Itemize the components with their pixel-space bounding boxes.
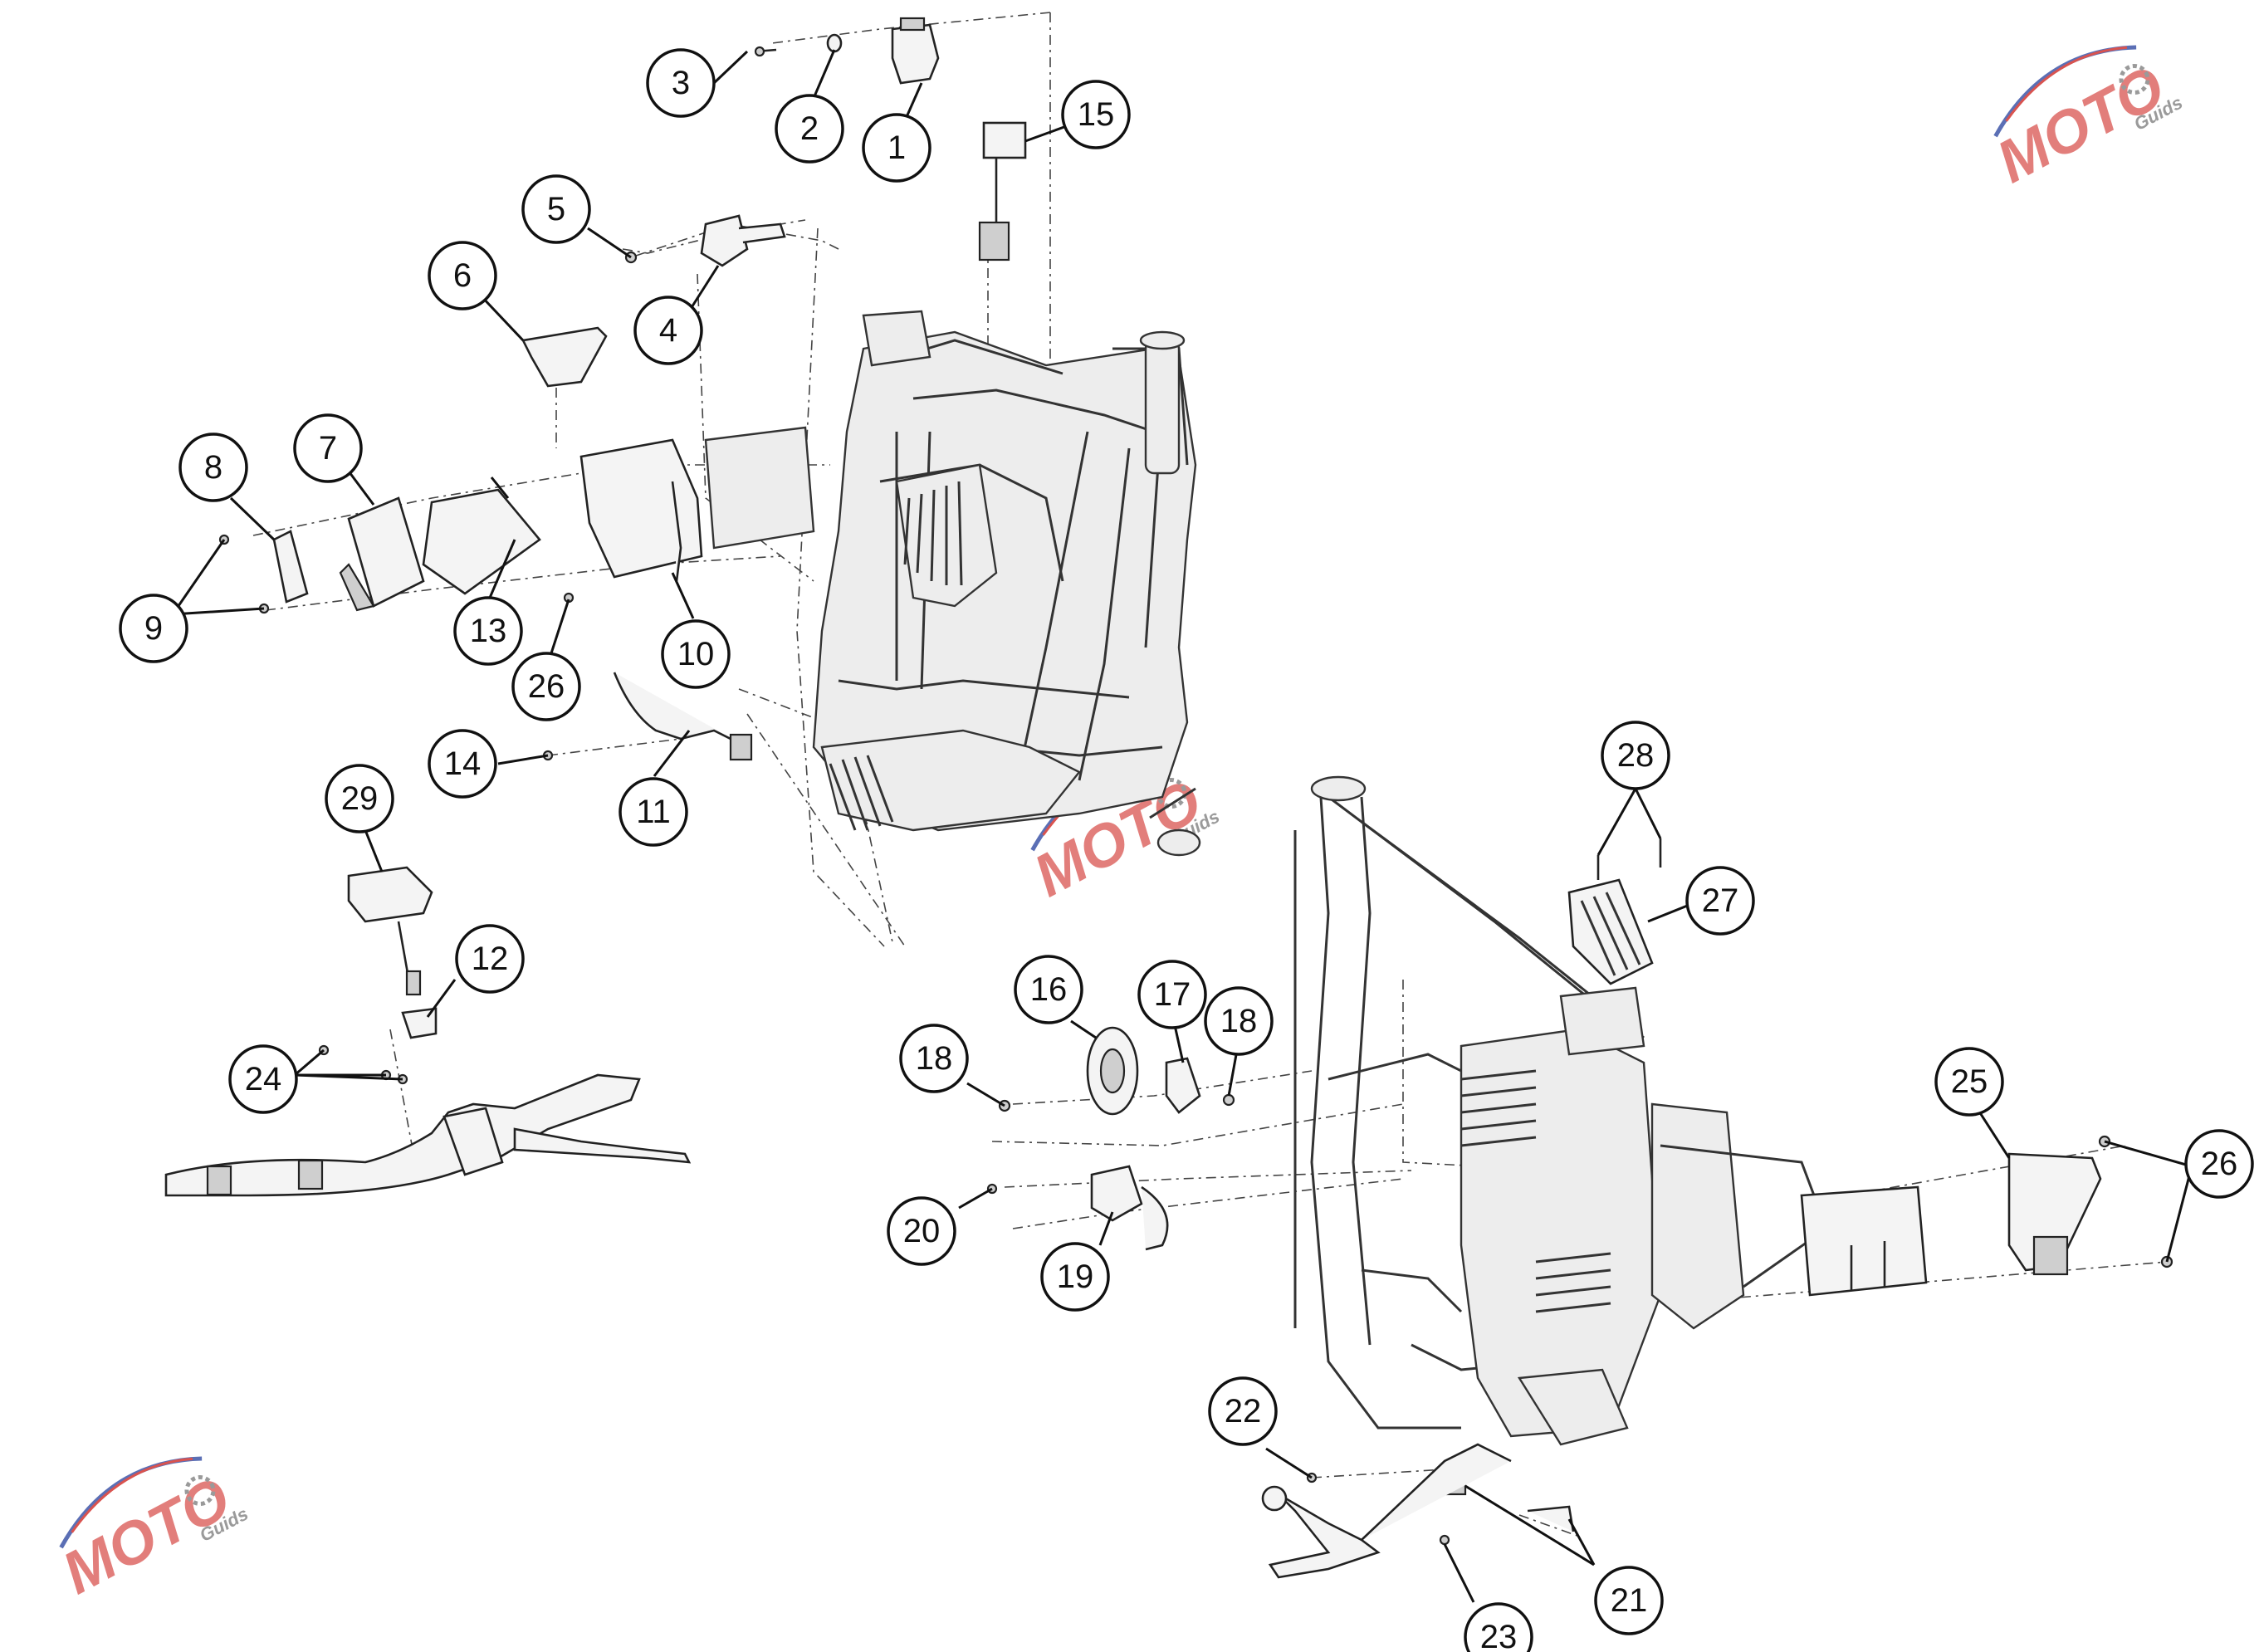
callout-26-right: 26	[2184, 1129, 2254, 1199]
callout-15: 15	[1061, 80, 1131, 149]
part-18-nut	[1222, 1093, 1235, 1107]
callout-6: 6	[428, 241, 497, 310]
callout-12: 12	[455, 924, 525, 994]
callout-24: 24	[228, 1044, 298, 1114]
callout-label: 9	[144, 610, 163, 647]
part-26-battery-box	[1800, 1185, 1928, 1297]
callout-label: 8	[204, 449, 222, 486]
callout-label: 16	[1030, 971, 1068, 1008]
callout-label: 11	[636, 794, 671, 830]
callout-9: 9	[119, 594, 188, 663]
callout-label: 25	[1951, 1063, 1988, 1100]
part-1-sensor	[891, 17, 940, 85]
callout-18-left: 18	[899, 1024, 969, 1093]
part-2-washer	[826, 33, 843, 53]
part-23-spring	[1439, 1534, 1450, 1546]
side-stand	[1261, 1443, 1512, 1579]
callout-21: 21	[1594, 1566, 1664, 1635]
part-17-horn-bracket	[1165, 1057, 1201, 1114]
callout-2: 2	[775, 94, 844, 164]
callout-label: 19	[1057, 1259, 1094, 1295]
callout-10: 10	[661, 619, 731, 689]
callout-8: 8	[178, 433, 248, 502]
callout-label: 5	[547, 191, 565, 227]
callout-22: 22	[1208, 1376, 1278, 1446]
callout-label: 29	[341, 780, 379, 817]
part-26-screw-right	[2098, 1135, 2173, 1268]
callout-label: 18	[916, 1040, 953, 1077]
callout-17: 17	[1137, 960, 1207, 1029]
part-27-regulator	[1567, 878, 1654, 985]
watermark-bottom-left: MOTO Guids	[52, 1456, 252, 1607]
callout-19: 19	[1040, 1242, 1110, 1312]
part-25-bracket	[2007, 1152, 2102, 1276]
callout-26-left: 26	[511, 652, 581, 721]
assembly-dashed-lines	[252, 12, 2168, 1537]
part-15-relay	[978, 121, 1027, 261]
callout-label: 22	[1225, 1393, 1262, 1430]
callout-28: 28	[1601, 721, 1670, 790]
callout-18-right: 18	[1204, 986, 1274, 1056]
part-9-screws	[218, 534, 270, 614]
callout-4: 4	[633, 296, 703, 365]
callout-7: 7	[293, 413, 363, 483]
callout-label: 7	[319, 430, 337, 467]
callout-label: 13	[470, 613, 507, 649]
callout-label: 4	[659, 312, 677, 349]
callout-5: 5	[521, 174, 591, 244]
part-28-bolts	[1596, 838, 1662, 880]
part-16-horn	[1086, 1026, 1139, 1116]
part-13-cover-plate	[422, 488, 541, 595]
callout-label: 20	[903, 1213, 941, 1249]
callout-16: 16	[1014, 955, 1083, 1024]
callout-label: 23	[1480, 1619, 1518, 1652]
callout-label: 24	[245, 1061, 282, 1097]
upper-frame-assembly	[704, 310, 1201, 857]
callout-label: 10	[677, 636, 715, 672]
part-4-sensor-bracket	[700, 214, 786, 267]
callout-20: 20	[887, 1196, 956, 1266]
callout-25: 25	[1934, 1047, 2004, 1117]
callout-23: 23	[1464, 1602, 1533, 1652]
callout-29: 29	[325, 764, 394, 833]
part-3-screw	[754, 46, 777, 57]
callout-label: 26	[528, 668, 565, 705]
callout-label: 21	[1611, 1582, 1648, 1619]
part-11-cable	[613, 672, 753, 761]
callout-label: 1	[887, 130, 906, 166]
callout-label: 27	[1702, 882, 1739, 919]
part-19-ignition-switch	[1090, 1165, 1169, 1251]
part-10-battery	[579, 438, 703, 582]
callout-label: 28	[1617, 737, 1655, 774]
part-7-control-module	[339, 496, 425, 612]
callout-label: 2	[800, 110, 819, 147]
callout-label: 6	[453, 257, 472, 294]
callout-label: 18	[1220, 1003, 1258, 1039]
part-8-bracket-plate	[272, 530, 309, 604]
callout-label: 26	[2201, 1146, 2238, 1182]
callout-label: 14	[444, 745, 482, 782]
callout-27: 27	[1685, 866, 1755, 936]
part-6-bracket	[521, 326, 608, 388]
part-29-ecu	[347, 866, 433, 996]
callout-label: 12	[472, 941, 509, 977]
callout-13: 13	[453, 596, 523, 666]
lower-frame-assembly	[1293, 775, 1828, 1446]
callout-14: 14	[428, 729, 497, 799]
callout-3: 3	[646, 48, 716, 118]
callout-label: 17	[1154, 976, 1191, 1013]
callout-11: 11	[619, 777, 688, 847]
handlebar	[164, 1073, 692, 1197]
callout-label: 15	[1078, 96, 1115, 133]
callout-label: 3	[672, 65, 690, 101]
callout-1: 1	[862, 113, 931, 183]
leader-lines	[171, 49, 2193, 1603]
watermark-top-right: MOTO Guids	[1987, 45, 2186, 196]
